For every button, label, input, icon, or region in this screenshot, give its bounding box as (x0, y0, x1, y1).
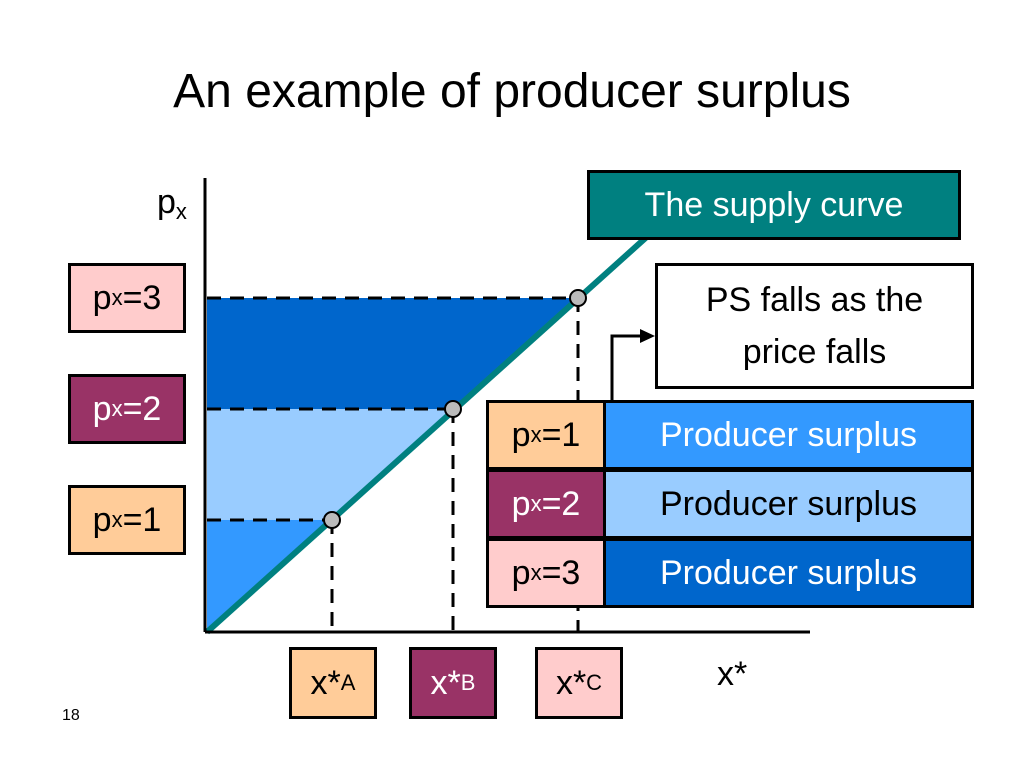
supply-curve-label: The supply curve (587, 170, 961, 240)
note-box: PS falls as the price falls (655, 263, 974, 389)
point-price-1 (323, 511, 341, 529)
legend-swatch-price-2: Producer surplus (603, 469, 974, 539)
ps-region-price-2 (207, 409, 453, 520)
quantity-box-a: x*A (289, 647, 377, 719)
y-axis-label: px (157, 183, 187, 224)
quantity-box-b: x*B (409, 647, 497, 719)
ps-region-price-3 (207, 298, 578, 409)
legend-swatch-price-1: Producer surplus (603, 400, 974, 470)
note-connector (610, 334, 640, 400)
point-price-3 (569, 289, 587, 307)
slide-title: An example of producer surplus (173, 65, 851, 118)
point-price-2 (444, 400, 462, 418)
page-number: 18 (62, 707, 80, 724)
legend-swatch-price-3: Producer surplus (603, 538, 974, 608)
quantity-box-c: x*C (535, 647, 623, 719)
arrow-right-icon (640, 329, 655, 343)
x-axis-label: x* (717, 655, 748, 693)
